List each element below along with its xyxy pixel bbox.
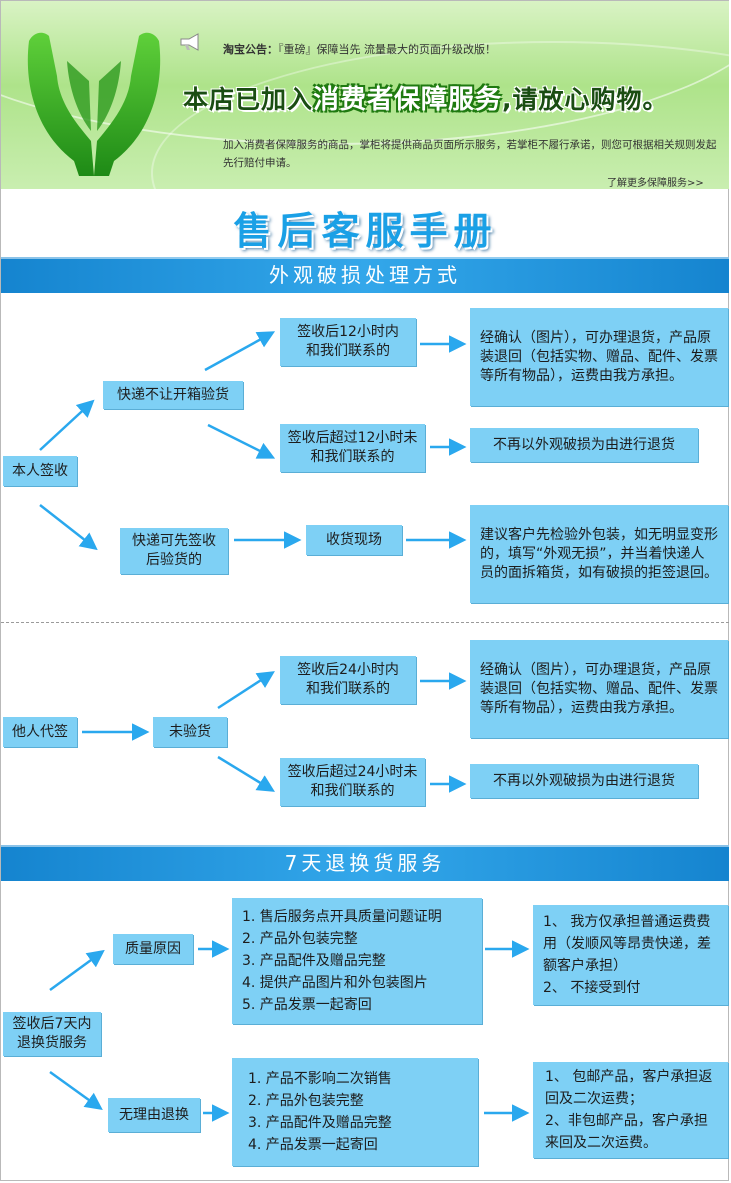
- announcement-text[interactable]: 『重磅』保障当先 流量最大的页面升级改版！: [278, 43, 496, 56]
- arrow: [204, 331, 276, 372]
- more-protection-link[interactable]: 了解更多保障服务>>: [607, 178, 704, 189]
- quality-result-box: 1、 我方仅承担普通运费费用（发顺风等昂贵快递，差额客户承担） 2、 不接受到付: [533, 905, 728, 1005]
- arrow: [39, 399, 95, 451]
- return-result-box-2: 经确认（图片），可办理退货，产品原装退回（包括实物、赠品、配件、发票等所有物品）…: [470, 640, 728, 738]
- list-item: 2、 不接受到付: [543, 980, 641, 996]
- list-item: 3. 产品配件及赠品完整: [248, 1115, 392, 1131]
- over-24h-box: 签收后超过24小时未和我们联系的: [280, 758, 425, 806]
- announcement-label: 淘宝公告：: [223, 43, 278, 56]
- no-reason-result-box: 1、 包邮产品，客户承担返回及二次运费； 2、非包邮产品，客户承担来回及二次运费…: [533, 1062, 728, 1158]
- announcement: 淘宝公告：『重磅』保障当先 流量最大的页面升级改版！: [223, 41, 496, 57]
- not-checked-box: 未验货: [153, 717, 227, 747]
- list-item: 2. 产品外包装完整: [242, 931, 358, 947]
- arrow: [207, 423, 276, 459]
- list-item: 1、 我方仅承担普通运费费用（发顺风等昂贵快递，差额客户承担）: [543, 914, 711, 974]
- list-item: 1、 包邮产品，客户承担返回及二次运费；: [545, 1069, 713, 1107]
- return-result-box: 经确认（图片），可办理退货，产品原装退回（包括实物、赠品、配件、发票等所有物品）…: [470, 308, 728, 406]
- headline-suffix: ,请放心购物。: [502, 85, 669, 114]
- quality-reason-box: 质量原因: [113, 934, 193, 964]
- no-reason-box: 无理由退换: [108, 1098, 200, 1132]
- quality-conditions-box: 1. 售后服务点开具质量问题证明 2. 产品外包装完整 3. 产品配件及赠品完整…: [232, 898, 482, 1024]
- arrow: [39, 504, 98, 551]
- self-sign-box: 本人签收: [3, 456, 77, 486]
- no-reason-conditions-box: 1. 产品不影响二次销售 2. 产品外包装完整 3. 产品配件及赠品完整 4. …: [232, 1058, 478, 1166]
- arrow: [217, 755, 275, 792]
- list-item: 4. 产品发票一起寄回: [248, 1137, 378, 1153]
- megaphone-icon: [180, 33, 199, 51]
- section-bar-7day: 7天退换货服务: [1, 845, 729, 881]
- within-12h-box: 签收后12小时内和我们联系的: [280, 318, 416, 366]
- reject-result-box-2: 不再以外观破损为由进行退货: [470, 764, 698, 798]
- onsite-result-box: 建议客户先检验外包装，如无明显变形的，填写“外观无损”，并当着快递人员的面拆箱货…: [470, 505, 728, 603]
- list-item: 1. 产品不影响二次销售: [248, 1071, 392, 1087]
- arrow: [217, 671, 275, 710]
- seven-day-start-box: 签收后7天内退换货服务: [3, 1012, 101, 1056]
- can-sign-box: 快递可先签收后验货的: [120, 528, 228, 574]
- list-item: 4. 提供产品图片和外包装图片: [242, 975, 428, 991]
- on-site-box: 收货现场: [306, 525, 402, 555]
- list-item: 3. 产品配件及赠品完整: [242, 953, 386, 969]
- arrow: [49, 949, 105, 992]
- reject-result-box: 不再以外观破损为由进行退货: [470, 428, 698, 462]
- list-item: 2. 产品外包装完整: [248, 1093, 364, 1109]
- banner-description: 加入消费者保障服务的商品，掌柜将提供商品页面所示服务，若掌柜不履行承诺，则您可根…: [223, 139, 717, 169]
- list-item: 5. 产品发票一起寄回: [242, 997, 372, 1013]
- over-12h-box: 签收后超过12小时未和我们联系的: [280, 424, 425, 472]
- other-sign-box: 他人代签: [3, 717, 77, 747]
- page-title: 售后客服手册: [233, 209, 498, 253]
- section-bar-damage: 外观破损处理方式: [1, 257, 729, 293]
- no-open-box: 快递不让开箱验货: [103, 381, 243, 409]
- list-item: 2、非包邮产品，客户承担来回及二次运费。: [545, 1113, 708, 1151]
- headline-prefix: 本店已加入: [183, 85, 314, 114]
- consumer-protection-banner: 淘宝公告：『重磅』保障当先 流量最大的页面升级改版！ 本店已加入消费者保障服务,…: [1, 1, 729, 189]
- list-item: 1. 售后服务点开具质量问题证明: [242, 909, 442, 925]
- hands-logo-icon: [27, 32, 161, 176]
- within-24h-box: 签收后24小时内和我们联系的: [280, 656, 416, 704]
- headline-highlight: 消费者保障服务: [313, 85, 503, 115]
- arrow: [49, 1070, 103, 1111]
- section-divider: [1, 622, 729, 623]
- banner-headline: 本店已加入消费者保障服务,请放心购物。: [183, 79, 669, 116]
